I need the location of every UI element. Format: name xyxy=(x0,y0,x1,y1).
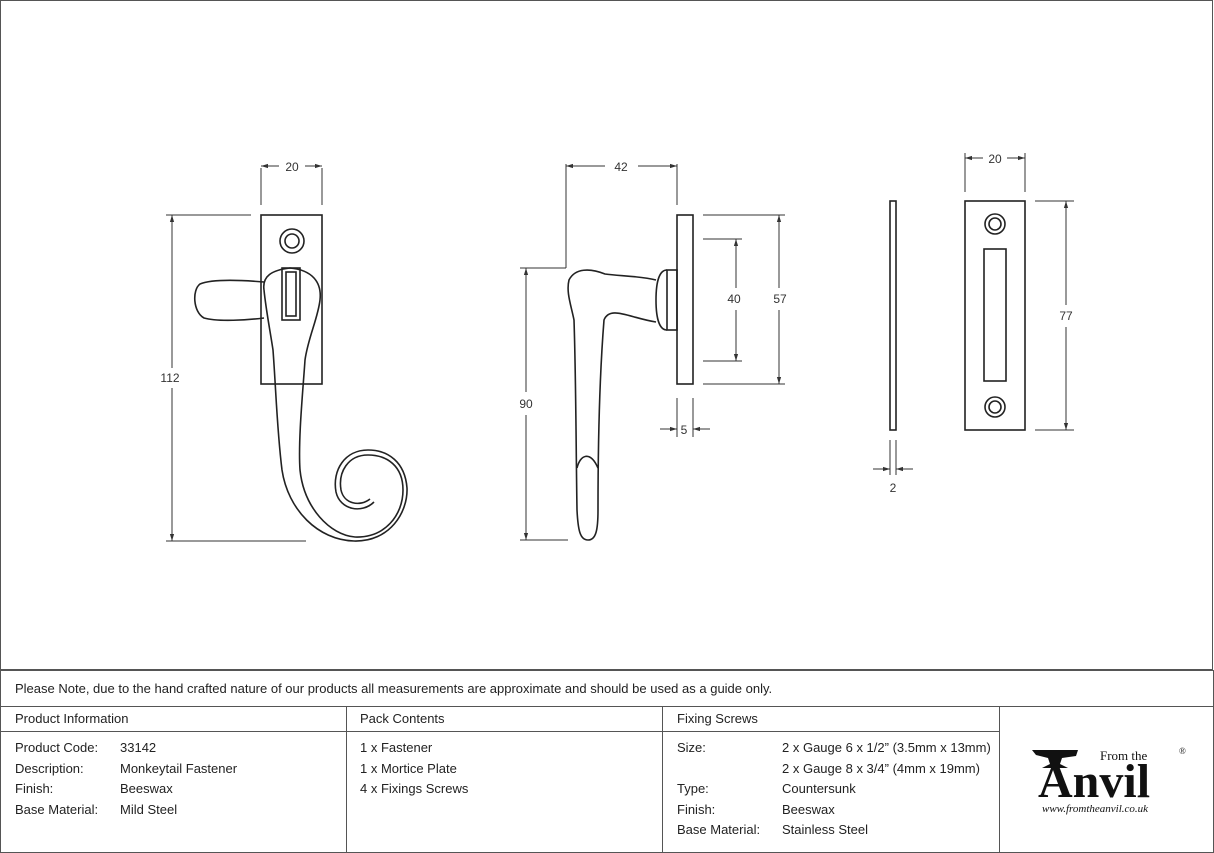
from-the-anvil-logo: From the ® Anvil www.fromtheanvil.co.uk xyxy=(1032,746,1186,815)
divider xyxy=(0,706,1213,707)
dim-front-width: 20 xyxy=(285,160,299,174)
pack-contents-list: 1 x Fastener 1 x Mortice Plate 4 x Fixin… xyxy=(360,738,650,800)
list-item: 4 x Fixings Screws xyxy=(360,781,469,796)
fixing-screws-list: Size: 2 x Gauge 6 x 1/2” (3.5mm x 13mm) 2… xyxy=(677,738,999,841)
list-item: 1 x Mortice Plate xyxy=(360,760,457,776)
logo-brand: Anvil xyxy=(1038,755,1150,808)
dim-mortice-width: 20 xyxy=(988,152,1002,166)
mortice-plate-view xyxy=(889,200,1026,431)
mortice-plate-side xyxy=(889,200,897,431)
logo-url: www.fromtheanvil.co.uk xyxy=(1042,803,1149,815)
row-value: Beeswax xyxy=(782,801,835,817)
logo-registered: ® xyxy=(1179,746,1186,756)
drawing-border xyxy=(0,0,1213,670)
front-slot xyxy=(281,267,301,321)
row-value: 2 x Gauge 6 x 1/2” (3.5mm x 13mm) xyxy=(782,740,991,755)
row-value: Stainless Steel xyxy=(782,822,868,837)
front-handle-arm xyxy=(194,279,265,322)
fixing-screws-heading: Fixing Screws xyxy=(677,711,758,726)
product-info-heading: Product Information xyxy=(15,711,129,726)
side-collar xyxy=(655,269,668,331)
list-item: 1 x Fastener xyxy=(360,740,433,755)
fixing-row: Type: Countersunk xyxy=(677,779,999,800)
row-label: Type: xyxy=(677,781,709,796)
product-info-row: Base Material: Mild Steel xyxy=(15,800,335,821)
product-info-row: Description: Monkeytail Fastener xyxy=(15,759,335,780)
fixing-row: Size: 2 x Gauge 6 x 1/2” (3.5mm x 13mm) xyxy=(677,738,999,759)
mortice-bottom-hole xyxy=(984,396,1006,418)
row-label: Finish: xyxy=(677,801,716,817)
dim-side-spacing: 40 xyxy=(727,292,741,306)
row-label: Base Material: xyxy=(677,822,761,837)
mortice-plate-front xyxy=(964,200,1026,431)
fastener-side-view xyxy=(567,214,694,541)
dim-side-depth: 42 xyxy=(614,160,628,174)
product-info-row: Product Code: 33142 xyxy=(15,738,335,759)
front-dimensions xyxy=(166,163,323,542)
front-screw-hole xyxy=(279,228,305,254)
fixing-row: Finish: Beeswax xyxy=(677,800,999,821)
row-value: Monkeytail Fastener xyxy=(120,760,238,776)
divider xyxy=(0,731,1000,732)
fastener-front-view xyxy=(194,214,408,542)
disclaimer-note: Please Note, due to the hand crafted nat… xyxy=(15,681,773,696)
row-label: Product Code: xyxy=(15,740,99,755)
fixing-row: Base Material: Stainless Steel xyxy=(677,820,999,841)
anvil-icon xyxy=(1032,750,1078,768)
side-handle xyxy=(567,269,657,541)
mortice-slot xyxy=(983,248,1007,382)
dim-mortice-thickness: 2 xyxy=(890,481,897,495)
row-label: Finish: xyxy=(15,781,54,796)
product-info-row: Finish: Beeswax xyxy=(15,779,335,800)
row-label: Description: xyxy=(15,760,84,776)
row-label: Size: xyxy=(677,740,706,755)
front-handle-body xyxy=(263,267,404,538)
row-value: Beeswax xyxy=(120,781,173,796)
row-value: 33142 xyxy=(120,740,157,755)
row-value: Countersunk xyxy=(782,781,856,796)
fixing-row: 2 x Gauge 8 x 3/4” (4mm x 19mm) xyxy=(677,759,999,780)
technical-drawing: 20 112 42 90 57 40 5 xyxy=(0,0,1213,670)
row-label: Base Material: xyxy=(15,801,99,817)
dim-mortice-height: 77 xyxy=(1059,309,1073,323)
front-backplate xyxy=(260,214,323,385)
divider xyxy=(999,706,1000,852)
dim-side-plate-height: 57 xyxy=(773,292,787,306)
dim-side-height: 90 xyxy=(519,397,533,411)
side-backplate xyxy=(676,214,694,385)
row-value: Mild Steel xyxy=(120,801,178,817)
mortice-dimensions xyxy=(873,153,1074,475)
pack-contents-heading: Pack Contents xyxy=(360,711,445,726)
divider xyxy=(346,706,347,852)
side-dimensions xyxy=(520,163,785,541)
dim-side-thickness: 5 xyxy=(681,423,688,437)
divider xyxy=(662,706,663,852)
product-info-list: Product Code: 33142 Description: Monkeytai… xyxy=(15,738,335,820)
row-value: 2 x Gauge 8 x 3/4” (4mm x 19mm) xyxy=(782,760,980,776)
mortice-top-hole xyxy=(984,213,1006,235)
dim-front-height: 112 xyxy=(160,371,179,385)
logo-from-the: From the xyxy=(1100,748,1148,763)
